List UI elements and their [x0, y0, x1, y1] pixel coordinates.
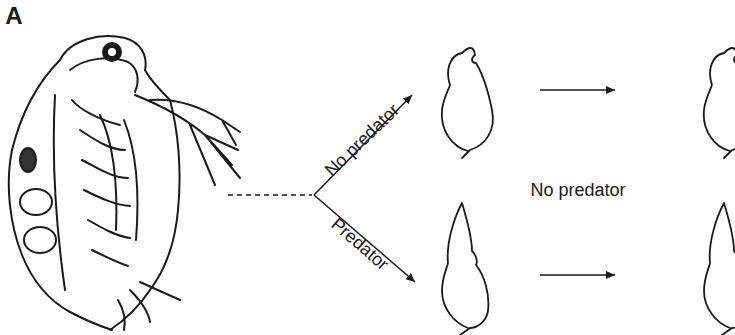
condition-label: No predator — [530, 181, 625, 199]
branch-label: Predator — [328, 215, 392, 274]
round-head-outline — [704, 48, 735, 158]
arrow — [540, 274, 615, 276]
branch-label: No predator — [322, 101, 403, 180]
round-head-outline — [442, 48, 493, 158]
branch-arrow — [314, 195, 415, 282]
helmet-outline — [704, 203, 735, 335]
dashed-line — [228, 194, 312, 196]
arrow — [540, 89, 615, 91]
panel-letter: A — [5, 4, 22, 28]
daphnia-drawing — [9, 36, 240, 330]
branch-arrow — [314, 95, 412, 195]
helmet-outline — [442, 203, 488, 335]
